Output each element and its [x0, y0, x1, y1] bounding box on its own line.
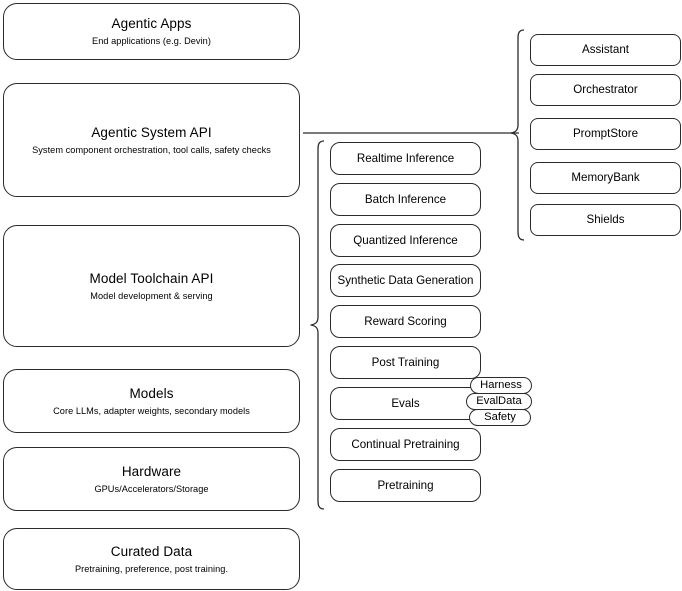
component-label: PromptStore [572, 127, 639, 140]
layer-subtitle: Model development & serving [90, 290, 213, 301]
layer-box-hardware[interactable]: Hardware GPUs/Accelerators/Storage [3, 447, 300, 511]
capability-box-post-training[interactable]: Post Training [330, 346, 481, 379]
capability-label: Quantized Inference [353, 233, 458, 247]
capability-label: Reward Scoring [364, 314, 447, 328]
eval-badge-safety[interactable]: Safety [469, 409, 531, 426]
layer-subtitle: System component orchestration, tool cal… [32, 144, 271, 155]
layer-subtitle: End applications (e.g. Devin) [92, 36, 211, 46]
capability-label: Batch Inference [364, 192, 447, 206]
capability-box-reward-scoring[interactable]: Reward Scoring [330, 305, 481, 338]
component-label: Shields [586, 213, 625, 226]
component-box-memorybank[interactable]: MemoryBank [530, 162, 681, 194]
component-box-shields[interactable]: Shields [530, 204, 681, 236]
capability-box-realtime-inference[interactable]: Realtime Inference [330, 142, 481, 175]
capability-box-evals[interactable]: Evals [330, 387, 481, 420]
component-box-orchestrator[interactable]: Orchestrator [530, 74, 681, 106]
curly-brace-toolchain [310, 140, 325, 510]
capability-label: Realtime Inference [356, 151, 455, 165]
component-box-assistant[interactable]: Assistant [530, 34, 681, 66]
eval-badge-label: EvalData [476, 395, 522, 407]
capability-label: Continual Pretraining [351, 437, 460, 451]
component-label: Assistant [581, 43, 630, 56]
component-box-promptstore[interactable]: PromptStore [530, 118, 681, 150]
layer-title: Agentic Apps [111, 16, 192, 31]
layer-title: Models [129, 385, 174, 401]
layer-box-agentic-system-api[interactable]: Agentic System API System component orch… [3, 83, 300, 197]
capability-box-synthetic-data-generation[interactable]: Synthetic Data Generation [330, 264, 481, 297]
curly-brace-system-components [510, 29, 525, 241]
capability-label: Pretraining [377, 478, 434, 492]
eval-badge-label: Safety [484, 411, 516, 423]
layer-subtitle: GPUs/Accelerators/Storage [94, 483, 209, 494]
layer-box-agentic-apps[interactable]: Agentic Apps End applications (e.g. Devi… [3, 3, 300, 60]
component-label: MemoryBank [571, 171, 640, 184]
layer-title: Curated Data [110, 543, 193, 559]
layer-title: Hardware [121, 463, 182, 479]
layer-box-model-toolchain-api[interactable]: Model Toolchain API Model development & … [3, 225, 300, 347]
layer-box-models[interactable]: Models Core LLMs, adapter weights, secon… [3, 369, 300, 433]
eval-badge-harness[interactable]: Harness [470, 377, 532, 394]
layer-title: Agentic System API [91, 124, 212, 140]
capability-box-pretraining[interactable]: Pretraining [330, 469, 481, 502]
layer-title: Model Toolchain API [89, 270, 214, 286]
capability-box-batch-inference[interactable]: Batch Inference [330, 183, 481, 216]
capability-label: Evals [391, 396, 420, 410]
eval-badge-label: Harness [480, 379, 522, 391]
layer-subtitle: Core LLMs, adapter weights, secondary mo… [53, 405, 250, 416]
capability-box-continual-pretraining[interactable]: Continual Pretraining [330, 428, 481, 461]
capability-label: Synthetic Data Generation [337, 273, 474, 287]
layer-subtitle: Pretraining, preference, post training. [74, 563, 229, 574]
capability-label: Post Training [371, 355, 440, 369]
eval-badge-evaldata[interactable]: EvalData [466, 393, 532, 410]
component-label: Orchestrator [573, 83, 638, 96]
layer-box-curated-data[interactable]: Curated Data Pretraining, preference, po… [3, 528, 300, 590]
capability-box-quantized-inference[interactable]: Quantized Inference [330, 224, 481, 257]
